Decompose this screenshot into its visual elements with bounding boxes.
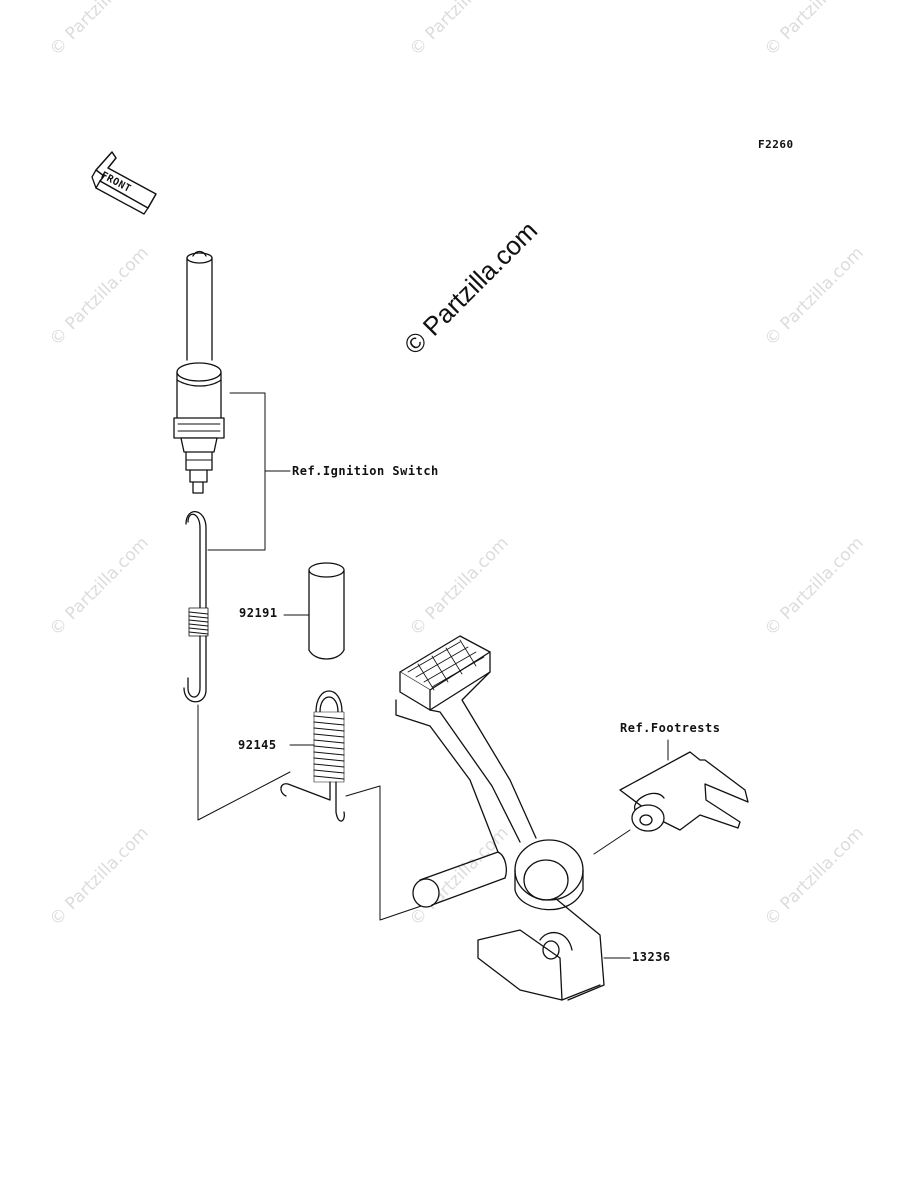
pivot-pin-drawing [412,851,507,908]
callout-footrests-ref: Ref.Footrests [620,721,721,735]
brake-light-switch-drawing [173,250,225,494]
ignition-ref-leader [207,392,291,551]
spring-to-pedal-connector [197,704,291,821]
pin-connector [345,785,431,921]
figure-code: F2260 [758,138,794,151]
callout-part-92191: 92191 [239,606,278,620]
callout-part-92145: 92145 [238,738,277,752]
sleeve-92191-drawing [283,562,345,660]
switch-spring-drawing [183,511,209,703]
callout-ignition-switch-ref: Ref.Ignition Switch [292,464,439,478]
front-arrow-icon [91,151,157,215]
callout-part-13236: 13236 [632,950,671,964]
footrest-bracket-drawing [593,739,749,855]
spring-92145-drawing [280,690,345,822]
brake-pedal-13236-drawing [395,635,631,1001]
